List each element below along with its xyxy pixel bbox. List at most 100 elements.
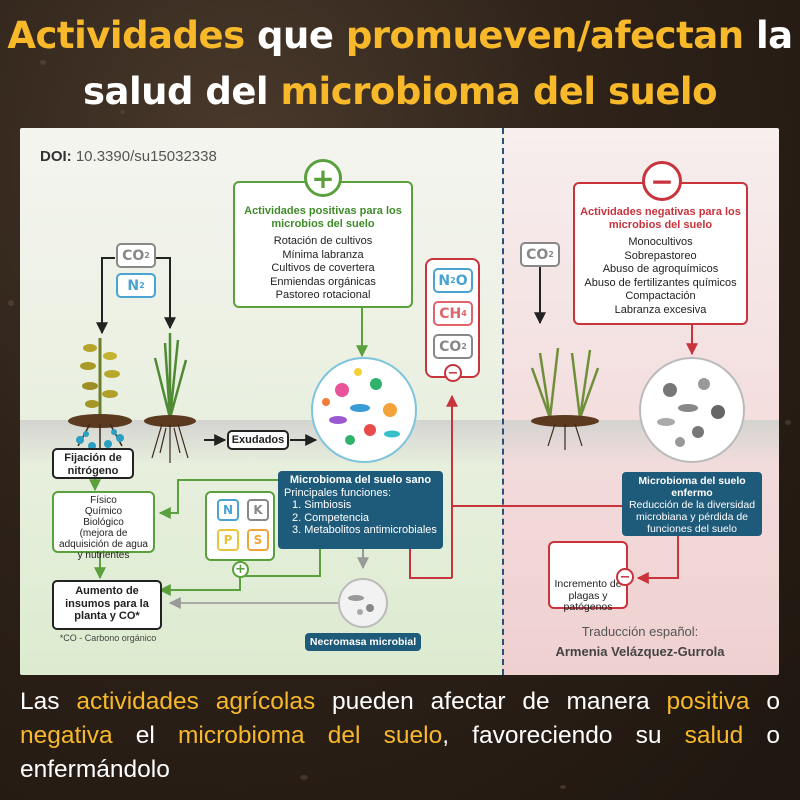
necromasa-circle: [338, 578, 388, 628]
gas-symbol: CO: [526, 246, 549, 263]
positive-activity-item: Rotación de cultivos: [273, 235, 373, 247]
positive-activity-item: Pastoreo rotacional: [275, 289, 371, 301]
soil-speck: [620, 100, 627, 105]
pests-minus-icon: −: [616, 568, 634, 586]
text-segment: actividades agrícolas: [76, 688, 316, 715]
negative-activity-item: Abuso de fertilizantes químicos: [584, 276, 737, 289]
text-segment: o enfermándolo: [20, 722, 780, 783]
positive-activity-item: Cultivos de covertera: [271, 262, 375, 274]
soil-speck: [8, 300, 14, 306]
arrow-nutrients-to-benefits: [158, 576, 241, 596]
diagram-panel: DOI: 10.3390/su15032338: [20, 128, 779, 675]
text-segment: el: [112, 722, 179, 749]
gas-subscript: 2: [461, 342, 467, 351]
translator-name: Armenia Velázquez-Gurrola: [555, 644, 725, 659]
text-segment: microbioma del suelo: [280, 70, 718, 113]
caption: Las actividades agrícolas pueden afectar…: [20, 685, 780, 787]
soil-speck: [785, 420, 791, 425]
healthy-microbiome-box: Microbioma del suelo sano Principales fu…: [278, 471, 443, 549]
text-segment: salud del: [82, 70, 281, 113]
gas-symbol: CO: [439, 338, 462, 355]
gas-symbol: N: [127, 277, 140, 294]
plus-icon: +: [304, 159, 342, 197]
nutrient-tile: P: [217, 529, 239, 551]
positive-activities-box: Actividades positivas para los microbios…: [233, 181, 413, 308]
negative-activity-item: Compactación: [625, 290, 696, 302]
text-segment: microbioma del suelo: [178, 722, 443, 749]
text-segment: negativa: [20, 722, 113, 749]
text-segment: o: [749, 688, 781, 715]
gas-subscript: 2: [144, 251, 150, 260]
positive-activity-item: Mínima labranza: [282, 248, 364, 261]
title-line-1: Actividades que promueven/afectan la: [0, 14, 800, 57]
text-segment: promueven/afectan: [345, 14, 744, 57]
soil-speck: [120, 110, 125, 114]
doi-label: DOI: 10.3390/su15032338: [40, 148, 217, 165]
arrow-microbiome-to-benefits: [158, 479, 278, 519]
soil-speck: [560, 785, 566, 789]
soil-speck: [40, 60, 46, 65]
healthy-microbiome-circle: [311, 357, 417, 463]
gas-symbol-tail: O: [455, 272, 468, 289]
nitrogen-fixation-label: Fijación de nitrógeno: [52, 448, 134, 479]
dashed-divider: [502, 128, 504, 675]
translation-label: Traducción español:: [581, 624, 699, 639]
gas-symbol: N: [438, 272, 451, 289]
sick-microbiome-circle: [639, 357, 745, 463]
positive-activities-title: Actividades positivas para los microbios…: [244, 205, 402, 230]
footnote: *CO - Carbono orgánico: [59, 633, 157, 643]
pests-box: Incremento de plagas y patógenos: [548, 541, 628, 613]
healthy-function-item: 3. Metabolitos antimicrobiales: [292, 524, 437, 536]
grass-plant: [144, 333, 196, 463]
gas-subscript: 2: [139, 281, 145, 290]
gas-subscript: 2: [548, 250, 554, 259]
line-healthy-to-emissions: [409, 543, 452, 579]
sick-title: Microbioma del suelo enfermo: [638, 475, 746, 499]
connector-arrows: [68, 243, 745, 628]
arrow-sick-to-pests: [636, 536, 679, 584]
benefit-item: Físico: [90, 495, 117, 506]
negative-activity-item: Monocultivos: [628, 236, 693, 248]
line-sick-to-emissions: [452, 500, 626, 507]
negative-activity-item: Sobrepastoreo: [624, 249, 697, 262]
text-segment: pueden afectar de manera: [315, 688, 667, 715]
emission-minus-icon: −: [444, 364, 462, 382]
gas-symbol: CH: [439, 305, 462, 322]
gas-subscript: 2: [450, 276, 456, 285]
arrow-co2-to-plant: [96, 257, 115, 335]
gas-subscript: 4: [461, 309, 467, 318]
minus-icon: −: [642, 161, 682, 201]
text-segment: Actividades: [7, 14, 245, 57]
benefit-item: (mejora de adquisición de agua y nutrien…: [59, 528, 148, 561]
benefit-item: Químico: [84, 506, 123, 517]
healthy-title: Microbioma del suelo sano: [289, 474, 432, 486]
nutrient-tile: K: [247, 499, 269, 521]
necromasa-label: Necromasa microbial: [305, 633, 421, 651]
sick-text: Reducción de la diversidad microbiana y …: [628, 499, 756, 535]
text-segment: la: [743, 14, 793, 57]
text-segment: Las: [20, 688, 77, 715]
negative-activities-box: Actividades negativas para los microbios…: [573, 182, 748, 325]
positive-activity-item: Enmiendas orgánicas: [270, 275, 376, 288]
negative-activities-title: Actividades negativas para los microbios…: [580, 206, 741, 231]
title-line-2: salud del microbioma del suelo: [0, 70, 800, 113]
healthy-subtitle: Principales funciones:: [284, 486, 392, 499]
negative-activity-item: Labranza excesiva: [614, 303, 707, 316]
text-segment: que: [244, 14, 346, 57]
nutrients-plus-icon: +: [232, 561, 249, 578]
nutrient-tile: S: [247, 529, 269, 551]
degraded-grass-plant: [530, 347, 600, 450]
legume-plant: [68, 338, 132, 453]
text-segment: positiva: [666, 688, 750, 715]
